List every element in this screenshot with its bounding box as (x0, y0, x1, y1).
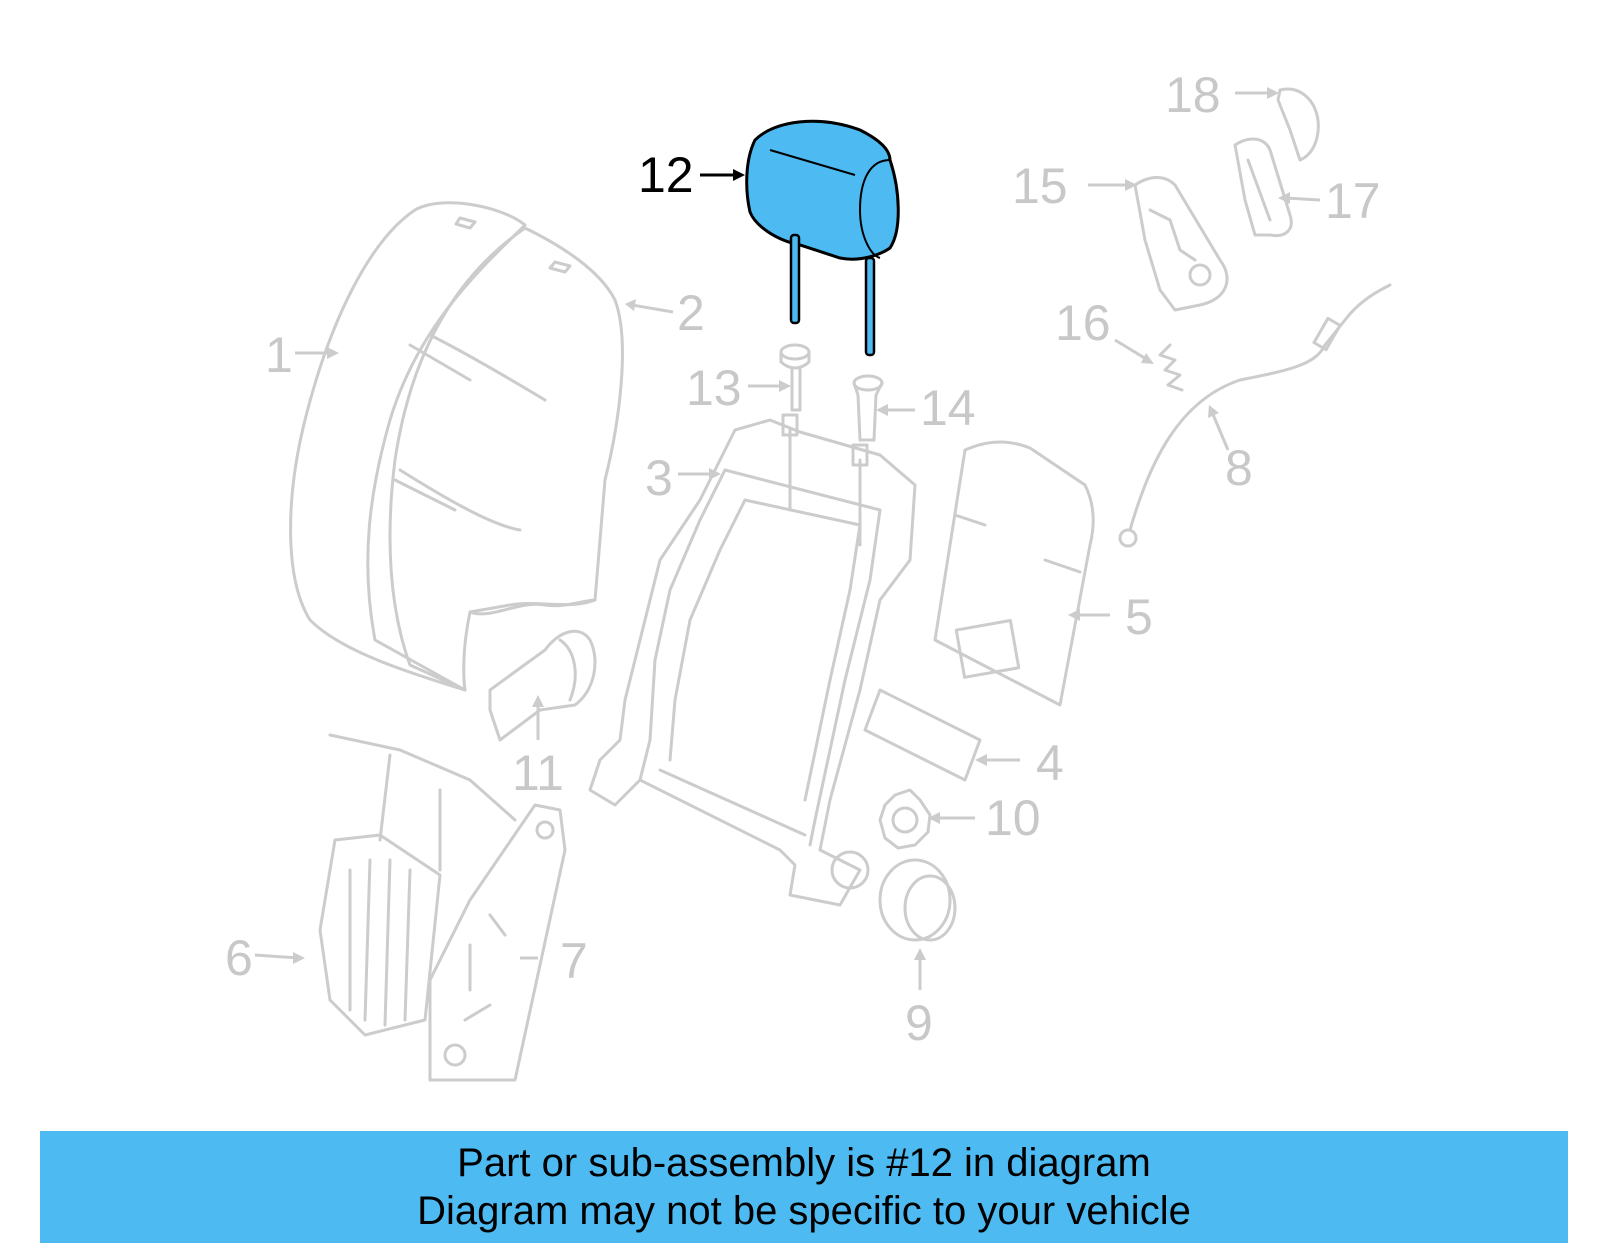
part-14-headrest-guide[interactable] (852, 374, 884, 442)
callout-6: 6 (225, 930, 253, 986)
callout-13: 13 (686, 360, 742, 416)
part-5-back-panel[interactable] (933, 440, 1095, 707)
callout-10: 10 (985, 790, 1041, 846)
callout-9: 9 (905, 995, 933, 1051)
part-3-seat-back-frame[interactable] (588, 413, 917, 907)
part-10-gear[interactable] (878, 788, 932, 850)
callout-15: 15 (1012, 158, 1068, 214)
part-6-side-trim[interactable] (318, 733, 517, 1037)
part-4-lumbar-bar[interactable] (863, 688, 982, 782)
part-1-seat-back-cover[interactable] (289, 201, 527, 692)
info-banner: Part or sub-assembly is #12 in diagram D… (40, 1131, 1568, 1243)
part-11-bracket[interactable] (488, 629, 597, 742)
part-13-headrest-guide[interactable] (779, 343, 811, 412)
part-12-headrest-highlighted[interactable] (745, 119, 900, 357)
part-16-spring[interactable] (1158, 343, 1184, 392)
leader-arrows (254, 87, 1321, 990)
part-2-seat-back-panel[interactable] (388, 226, 624, 692)
headrest-post-right (864, 256, 876, 357)
callout-16: 16 (1055, 295, 1111, 351)
banner-line-disclaimer: Diagram may not be specific to your vehi… (417, 1189, 1191, 1233)
callout-5: 5 (1125, 589, 1153, 645)
callout-14: 14 (920, 380, 976, 436)
callout-17: 17 (1325, 173, 1381, 229)
callout-3: 3 (645, 450, 673, 506)
leader-arrow-12 (700, 169, 745, 181)
part-15-switch-housing[interactable] (1133, 176, 1229, 312)
callout-12: 12 (638, 147, 694, 203)
callout-1: 1 (265, 327, 293, 383)
parts-diagram: 1 2 3 4 5 6 7 8 9 10 11 12 13 14 15 16 1… (225, 67, 1392, 1082)
part-8-cable[interactable] (1118, 283, 1392, 548)
callout-18: 18 (1165, 67, 1221, 123)
callout-7: 7 (560, 933, 588, 989)
callout-2: 2 (677, 285, 705, 341)
headrest-cushion[interactable] (745, 119, 900, 261)
callout-8: 8 (1225, 440, 1253, 496)
callout-4: 4 (1036, 735, 1064, 791)
callout-11: 11 (512, 745, 564, 801)
part-9-knob[interactable] (878, 858, 957, 942)
headrest-post-left (789, 233, 801, 325)
part-17-trim-cover[interactable] (1233, 137, 1293, 238)
part-18-knob-cap[interactable] (1276, 87, 1320, 162)
part-7-mounting-plate[interactable] (428, 803, 567, 1082)
banner-line-part: Part or sub-assembly is #12 in diagram (457, 1141, 1151, 1185)
